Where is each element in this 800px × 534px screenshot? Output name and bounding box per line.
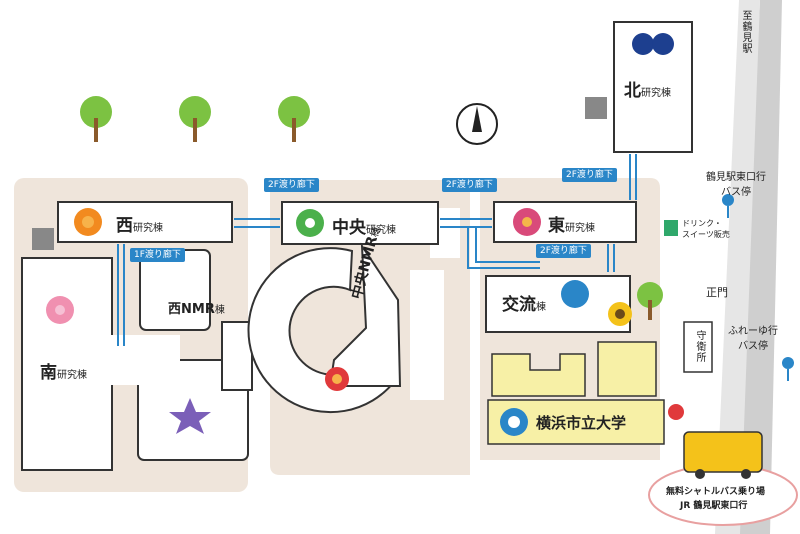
label-shuttle-1: 無料シャトルバス乗り場: [666, 487, 766, 497]
logo-north: [632, 33, 654, 55]
bridge-east-exchange: 2F渡り廊下: [536, 244, 591, 258]
bus-stop-icon: [722, 194, 794, 381]
vending-icon: [664, 220, 678, 236]
road: [735, 0, 782, 534]
pin-icon-shuttle: [668, 404, 684, 420]
tree-icon: [80, 96, 663, 308]
shuttle-bus-icon: [683, 431, 763, 473]
label-west-nmr: 西NMR棟: [168, 302, 225, 317]
smoking-icon-west: [32, 228, 54, 250]
label-exchange: 交流棟: [502, 295, 546, 315]
bridge-west-south: 1F渡り廊下: [130, 248, 185, 262]
bridge-east-north: 2F渡り廊下: [562, 168, 617, 182]
label-bus-stop-fureyu: ふれーゆ行 バス停: [728, 326, 778, 352]
label-university: 横浜市立大学: [536, 414, 627, 432]
university-building: [491, 353, 586, 397]
label-main-gate: 正門: [706, 286, 728, 299]
building-east: [493, 201, 637, 243]
building-south: [21, 257, 113, 471]
label-west: 西研究棟: [116, 216, 163, 236]
bridge-lines: [117, 154, 637, 346]
info-icon: [561, 280, 589, 308]
label-shuttle-2: JR 鶴見駅東口行: [680, 501, 748, 511]
label-center: 中央研究棟: [332, 218, 396, 238]
label-guard: 守衛所: [694, 330, 705, 363]
label-to-tsurumi: 至鶴見駅: [740, 10, 751, 54]
label-south: 南研究棟: [40, 363, 87, 383]
smoking-icon: [585, 97, 607, 119]
building-exchange: [485, 275, 631, 333]
label-drinks: ドリンク・ スイーツ販売: [682, 219, 730, 239]
bridge-west-center: 2F渡り廊下: [264, 178, 319, 192]
bridge-center-east: 2F渡り廊下: [442, 178, 497, 192]
road-edge: [715, 0, 760, 534]
guard-house: [683, 321, 713, 373]
label-north: 北研究棟: [624, 81, 671, 101]
lot-1: [410, 270, 444, 400]
flower-icon-nmr: [169, 398, 211, 434]
label-east: 東研究棟: [548, 216, 595, 236]
label-bus-stop-east: 鶴見駅東口行 バス停: [706, 172, 766, 198]
